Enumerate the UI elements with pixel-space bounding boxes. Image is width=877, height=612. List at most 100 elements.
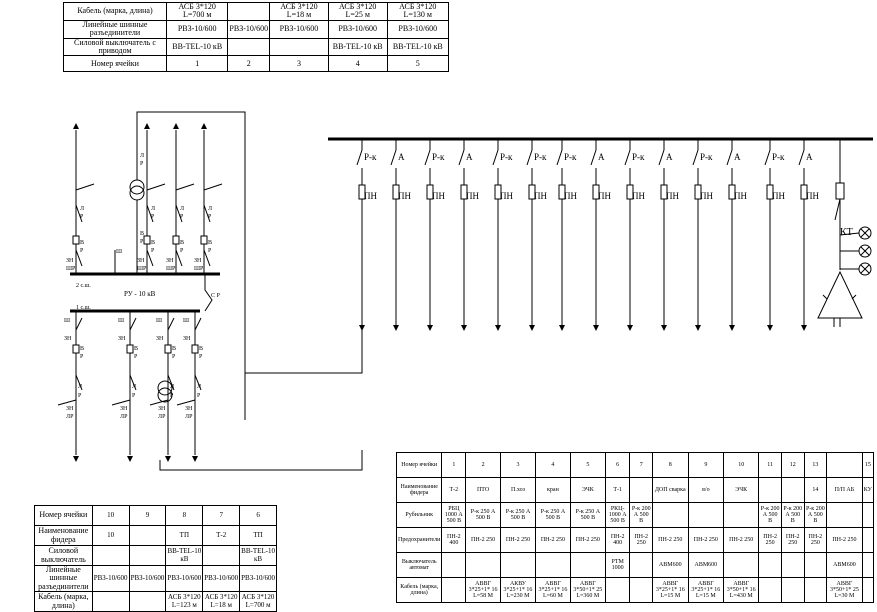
label: ЗН [120, 406, 128, 412]
fuse-label: ПН [432, 191, 445, 201]
table-cell: 2 [465, 452, 501, 478]
fuse [460, 184, 468, 200]
label: Р [80, 354, 84, 360]
hv-switchgear-10kv [70, 111, 363, 471]
fuse-label: ПН [734, 191, 747, 201]
label: ЛР [158, 414, 166, 420]
lv-switch [624, 149, 631, 166]
lv-switch [526, 149, 533, 166]
feeder-switch-label: Р-к [700, 152, 713, 162]
row-header: Наименование фидера [395, 477, 443, 503]
bus-disconnector [146, 249, 154, 267]
capacitor-bank-ku [817, 139, 872, 327]
feeder-switch-label: А [806, 152, 813, 162]
label: Ш [116, 249, 122, 255]
label: Р [208, 214, 212, 220]
label: ЗН [185, 406, 193, 412]
label: Р [180, 214, 184, 220]
breaker [72, 344, 80, 354]
table-row: Силовой выключатель ВВ-TEL-10 кВ ВВ-TEL-… [34, 545, 277, 566]
label: Р [208, 248, 212, 254]
lv-switch [692, 149, 699, 166]
table-cell [604, 577, 631, 603]
label: ЗН [118, 336, 126, 342]
label: Р [197, 393, 201, 399]
breaker [172, 235, 180, 245]
feeder-switch-label: А [598, 152, 605, 162]
table-cell: АВВГ 3*25+1* 16 L=60 М [535, 577, 571, 603]
breaker [191, 344, 199, 354]
breaker [164, 344, 172, 354]
table-row: Силовой выключатель с приводом ВВ-TEL-10… [63, 37, 450, 57]
feeder-switch-label: Р-к [364, 152, 377, 162]
label: ЗН [166, 258, 174, 264]
table-cell: АВВГ 3*25+1* 16 L=58 М [465, 577, 501, 603]
label: Ш [118, 318, 124, 324]
disconnector [194, 374, 202, 391]
table-row: Номер ячейки 1 2 3 4 5 [63, 55, 450, 73]
label: Р [132, 393, 136, 399]
transformer [129, 179, 145, 195]
table-cell: ВВ-TEL-10 кВ [239, 545, 277, 566]
table-cell: 5 [386, 55, 450, 73]
earth-switch [176, 399, 196, 406]
lv-switch [492, 149, 499, 166]
table-cell: АВВГ 3*50+1* 16 L=430 М [723, 577, 760, 603]
label: ШР [137, 266, 147, 272]
lv-switch [390, 149, 397, 166]
fuse [358, 184, 366, 200]
hv-feeders: ЛРВРЗНШРЛРВРЗНШРЛРВРЗНШРЛРВРЗНШРЛРВРШШЗН… [57, 123, 223, 462]
table-cell: РТМ 1000 [604, 552, 631, 578]
feeder-switch-label: А [734, 152, 741, 162]
feeder-switch-label: Р-к [500, 152, 513, 162]
incoming-cable [136, 111, 363, 374]
label: Ш [183, 318, 189, 324]
label: ШР [166, 266, 176, 272]
label: ШР [194, 266, 204, 272]
earth-switch [149, 399, 169, 406]
label: ЗН [66, 258, 74, 264]
switchgear-label: РУ - 10 кВ [124, 290, 156, 298]
fuse [728, 184, 736, 200]
earth-switch [203, 183, 223, 191]
table-cell: АВМ600 [651, 552, 689, 578]
earth-switch [57, 399, 77, 406]
earth-switch [146, 183, 166, 191]
fuse [494, 184, 502, 200]
label: Л [140, 153, 144, 159]
fuse [800, 184, 808, 200]
fuse [592, 184, 600, 200]
section-2-label: 2 с.ш. [76, 283, 91, 289]
bus-disconnector [175, 249, 183, 267]
table-cell: ПН-2 250 [569, 527, 606, 553]
cells-1-5-table: Кабель (марка, длина) АСБ 3*120 L=700 м … [63, 2, 450, 73]
label: Р [151, 214, 155, 220]
label: Л [151, 206, 155, 212]
table-cell [499, 552, 537, 578]
incoming-cable-2 [159, 450, 363, 471]
row-header: Линейные шинные разъединители [34, 564, 93, 593]
bus-disconnector [203, 249, 211, 267]
bus-disconnector [194, 317, 202, 331]
fuse [558, 184, 566, 200]
label: ЛР [185, 414, 193, 420]
label: Р [78, 393, 82, 399]
breaker [126, 344, 134, 354]
disconnector [175, 204, 183, 223]
breaker [72, 235, 80, 245]
table-cell: АВВГ 3*25+1* 16 L=15 М [651, 577, 689, 603]
kt-label: КТ [840, 227, 853, 238]
row-header: Предохранители [395, 527, 443, 553]
fuse-label: ПН [806, 191, 819, 201]
fuse [660, 184, 668, 200]
cells-6-10-table: Номер ячейки 10 9 8 7 6 Наименование фид… [34, 505, 277, 612]
label: Л [78, 384, 82, 390]
fuse [392, 184, 400, 200]
table-cell [441, 577, 467, 603]
lv-switch [458, 149, 465, 166]
section-1-label: 1 с.ш. [76, 305, 91, 311]
label: Л [180, 206, 184, 212]
label: В [208, 240, 212, 246]
